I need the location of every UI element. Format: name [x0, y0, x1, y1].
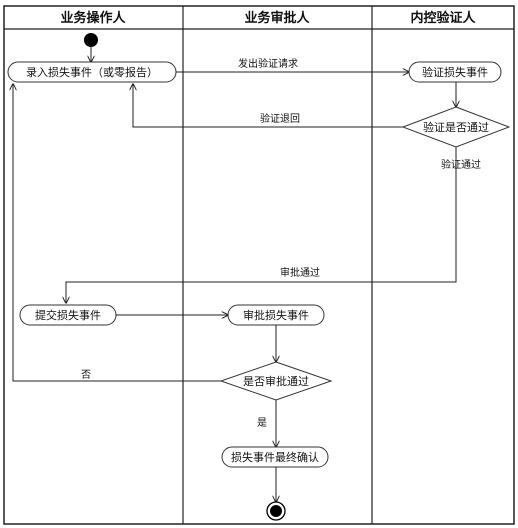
edge-verify-pass	[66, 147, 457, 303]
node-verify-decision-label: 验证是否通过	[423, 120, 489, 134]
lane-title-verifier: 内控验证人	[410, 10, 476, 26]
diagram-frame	[3, 5, 515, 525]
node-verify-label: 验证损失事件	[422, 65, 488, 79]
node-approve-label: 审批损失事件	[243, 308, 309, 322]
lane-title-operator: 业务操作人	[60, 10, 126, 26]
start-node	[84, 33, 98, 47]
edge-no-label: 否	[81, 369, 91, 381]
lane-title-approver: 业务审批人	[244, 10, 310, 26]
node-submit-label: 提交损失事件	[35, 308, 101, 322]
edge-yes-label: 是	[257, 417, 267, 429]
node-final-confirm-label: 损失事件最终确认	[231, 450, 319, 464]
node-verify	[408, 61, 502, 83]
node-approve-decision-label: 是否审批通过	[243, 374, 309, 388]
edge-verify-return	[133, 84, 403, 128]
node-final-confirm	[221, 446, 329, 468]
edge-approve-no	[13, 84, 221, 382]
edge-approve-pass-label: 审批通过	[280, 266, 320, 279]
edge-send-request-label: 发出验证请求	[238, 57, 298, 70]
edge-verify-return-label: 验证退回	[260, 112, 300, 125]
edge-verify-pass-label: 验证通过	[441, 158, 481, 171]
node-record-label: 录入损失事件（或零报告）	[26, 65, 158, 79]
end-node	[270, 505, 282, 517]
